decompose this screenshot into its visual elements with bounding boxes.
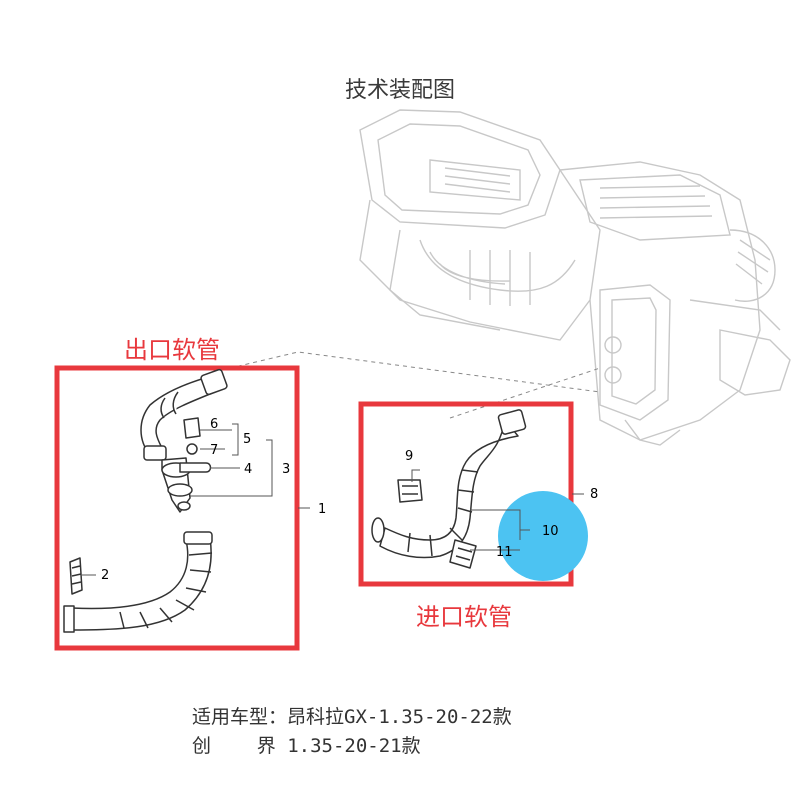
part-numbers: 1 2 3 4 5 6 7 8 9 10 11: [101, 417, 598, 583]
part-number-8: 8: [590, 487, 598, 502]
outlet-hose-label: 出口软管: [124, 336, 220, 364]
outlet-hose-drawing: [63, 368, 228, 633]
part-number-11: 11: [496, 545, 513, 560]
inlet-hose-drawing: [371, 409, 527, 569]
inlet-hose-label: 进口软管: [416, 603, 512, 631]
part-number-4: 4: [244, 462, 252, 477]
part-number-7: 7: [210, 443, 218, 458]
inlet-hose-box: [358, 401, 574, 587]
part-number-5: 5: [243, 432, 251, 447]
part-number-10: 10: [542, 524, 559, 539]
hvac-module-drawing: [359, 109, 791, 446]
part-number-9: 9: [405, 449, 413, 464]
applicable-model-line-2: 创 界 1.35-20-21款: [192, 735, 421, 757]
part-leaders: [82, 423, 584, 576]
part-number-3: 3: [282, 462, 290, 477]
applicable-model-line-1: 适用车型：昂科拉GX-1.35-20-22款: [192, 706, 512, 728]
part-number-6: 6: [210, 417, 218, 432]
part-number-1: 1: [318, 502, 326, 517]
outlet-hose-box: [54, 365, 300, 651]
page-title: 技术装配图: [344, 78, 455, 103]
part-number-2: 2: [101, 568, 109, 583]
leader-lines: [221, 351, 601, 419]
